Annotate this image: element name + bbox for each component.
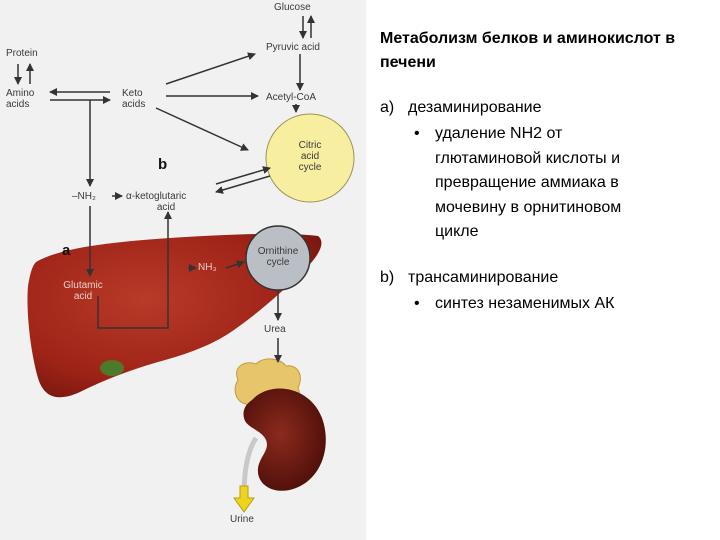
ornithine-cycle-label-line2: cycle	[266, 257, 290, 268]
urea-label: Urea	[264, 324, 286, 335]
bullet-line: превращение аммиака в	[435, 174, 619, 191]
nh2-label: –NH₂	[72, 191, 96, 202]
bullet-dot: •	[414, 125, 420, 142]
glucose-label: Glucose	[274, 2, 311, 13]
item-transamination-text: трансаминирование	[408, 269, 559, 286]
bullet-dot: •	[414, 295, 420, 312]
acetyl-coa-label: Acetyl-CoA	[266, 92, 317, 103]
protein-label: Protein	[6, 48, 38, 59]
metabolism-diagram	[14, 15, 355, 513]
bullet-deamination: • удаление NH2 от глютаминовой кислоты и…	[414, 122, 714, 246]
nh3-label: NH₃	[198, 262, 217, 273]
bullet-transamination: • синтез незаменимых АК	[414, 292, 714, 318]
glutamic-acid-label-line2: acid	[73, 291, 93, 302]
pyruvic-acid-label: Pyruvic acid	[266, 42, 320, 53]
amino-acids-label-line1: Amino	[6, 88, 35, 99]
citric-cycle-label-line2: acid	[300, 151, 320, 162]
bullet-deamination-text: удаление NH2 от глютаминовой кислоты и п…	[435, 122, 621, 245]
citric-cycle-label-line1: Citric	[298, 140, 322, 151]
keto-acids-label-line1: Keto	[122, 88, 143, 99]
marker-a: a	[62, 242, 71, 259]
amino-acids-label-line2: acids	[6, 99, 30, 110]
citric-cycle-circle	[265, 113, 355, 203]
urine-label: Urine	[230, 514, 254, 525]
bullet-transamination-text: синтез незаменимых АК	[435, 292, 614, 317]
marker-b: b	[158, 156, 168, 173]
glutamic-acid-label-line1: Glutamic	[63, 280, 103, 291]
kidney-shape	[243, 388, 326, 491]
bullet-line: мочевину в орнитиновом	[435, 198, 622, 216]
item-deamination-text: дезаминирование	[408, 99, 542, 116]
citric-cycle-label-line3: cycle	[298, 162, 322, 173]
item-marker-b: b)	[380, 269, 395, 286]
bullet-line: глютаминовой кислоты и	[435, 149, 620, 167]
keto-acids-label-line2: acids	[122, 99, 146, 110]
ketoglutaric-label-line1: α-ketoglutaric	[126, 191, 187, 202]
diagram-panel: Glucose Pyruvic acid Protein Amino acids…	[0, 0, 366, 540]
bullet-line: синтез незаменимых АК	[435, 295, 615, 312]
item-marker-a: a)	[380, 99, 395, 116]
bullet-line: удаление NH2 от	[435, 125, 563, 142]
bullet-line: цикле	[435, 223, 479, 240]
urine-arrow	[233, 485, 255, 513]
liver-shape	[27, 233, 322, 398]
ketoglutaric-label-line2: acid	[156, 202, 176, 213]
gallbladder-shape	[100, 360, 124, 376]
notes-panel: Метаболизм белков и аминокислот в печени…	[366, 0, 720, 540]
ornithine-cycle-label-line1: Ornithine	[257, 246, 299, 257]
notes-title: Метаболизм белков и аминокислот в печени	[380, 30, 676, 71]
